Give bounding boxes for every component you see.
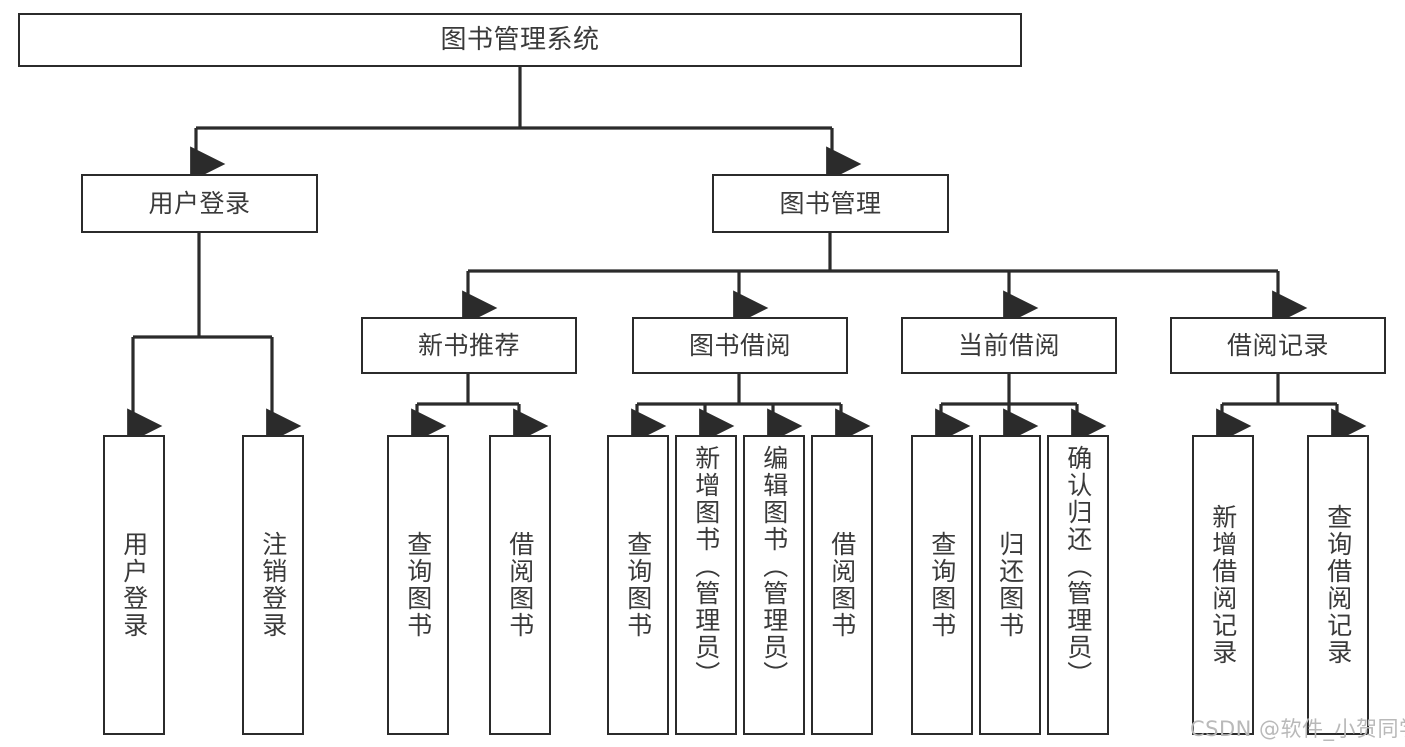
leaf-query-book-3-label: 查询图书 [927, 531, 957, 639]
leaf-confirm-return[interactable]: 确认归还（管理员） [1047, 435, 1109, 735]
leaf-borrow-book-2-label: 借阅图书 [827, 531, 857, 639]
node-borrow-record[interactable]: 借阅记录 [1170, 317, 1386, 374]
leaf-user-login[interactable]: 用户登录 [103, 435, 165, 735]
node-book-manage[interactable]: 图书管理 [712, 174, 949, 233]
csdn-watermark: CSDN @软件_小贺同学 [1190, 717, 1405, 741]
leaf-confirm-return-label: 确认归还（管理员） [1063, 445, 1093, 688]
node-book-borrow-label: 图书借阅 [688, 330, 791, 360]
leaf-borrow-book-1-label: 借阅图书 [505, 531, 535, 639]
leaf-query-record[interactable]: 查询借阅记录 [1307, 435, 1369, 735]
node-current-borrow-label: 当前借阅 [957, 330, 1060, 360]
leaf-query-book-1-label: 查询图书 [403, 531, 433, 639]
leaf-add-book[interactable]: 新增图书（管理员） [675, 435, 737, 735]
leaf-add-record-label: 新增借阅记录 [1208, 504, 1238, 666]
node-root-label: 图书管理系统 [440, 24, 600, 55]
leaf-borrow-book-2[interactable]: 借阅图书 [811, 435, 873, 735]
leaf-edit-book-label: 编辑图书（管理员） [759, 445, 789, 688]
node-book-manage-label: 图书管理 [779, 188, 882, 218]
leaf-query-record-label: 查询借阅记录 [1323, 504, 1353, 666]
node-user-login-label: 用户登录 [148, 188, 251, 218]
leaf-logout[interactable]: 注销登录 [242, 435, 304, 735]
leaf-query-book-3[interactable]: 查询图书 [911, 435, 973, 735]
node-current-borrow[interactable]: 当前借阅 [901, 317, 1117, 374]
leaf-query-book-1[interactable]: 查询图书 [387, 435, 449, 735]
leaf-query-book-2-label: 查询图书 [623, 531, 653, 639]
node-borrow-record-label: 借阅记录 [1226, 330, 1329, 360]
leaf-edit-book[interactable]: 编辑图书（管理员） [743, 435, 805, 735]
leaf-logout-label: 注销登录 [258, 531, 288, 639]
node-new-book-rec-label: 新书推荐 [417, 330, 520, 360]
node-new-book-rec[interactable]: 新书推荐 [361, 317, 577, 374]
leaf-user-login-label: 用户登录 [119, 531, 149, 639]
leaf-add-book-label: 新增图书（管理员） [691, 445, 721, 688]
leaf-return-book-label: 归还图书 [995, 531, 1025, 639]
node-user-login[interactable]: 用户登录 [81, 174, 318, 233]
leaf-query-book-2[interactable]: 查询图书 [607, 435, 669, 735]
node-root[interactable]: 图书管理系统 [18, 13, 1022, 67]
leaf-borrow-book-1[interactable]: 借阅图书 [489, 435, 551, 735]
node-book-borrow[interactable]: 图书借阅 [632, 317, 848, 374]
leaf-return-book[interactable]: 归还图书 [979, 435, 1041, 735]
leaf-add-record[interactable]: 新增借阅记录 [1192, 435, 1254, 735]
